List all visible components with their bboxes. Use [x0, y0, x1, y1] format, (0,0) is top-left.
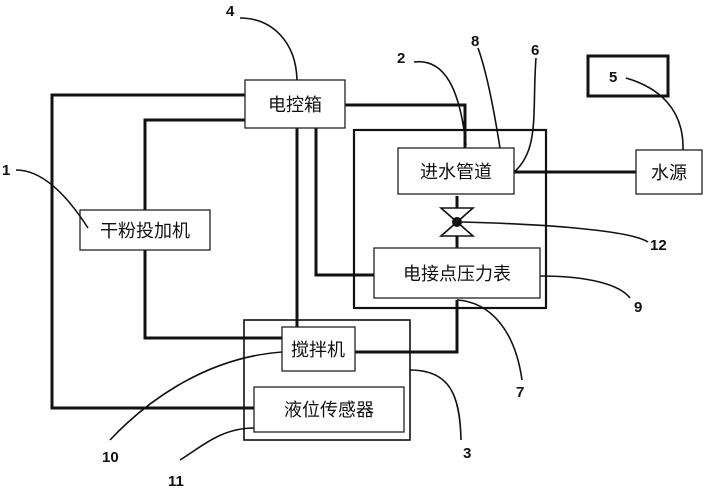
callout-4: 4 — [226, 3, 235, 20]
water-pipe-label: 进水管道 — [420, 162, 492, 183]
water-source-box — [635, 149, 703, 195]
level-sensor-box — [253, 386, 405, 433]
callout-9: 9 — [634, 299, 642, 316]
control-box — [244, 79, 346, 129]
callout-5: 5 — [609, 69, 617, 86]
callout-8: 8 — [471, 33, 479, 50]
water-inlet-enclosure — [352, 128, 548, 310]
level-sensor-label: 液位传感器 — [284, 400, 374, 421]
callout-11: 11 — [168, 473, 184, 490]
valve-icon — [438, 207, 476, 237]
callout-10: 10 — [102, 449, 119, 466]
pressure-gauge-box — [373, 247, 541, 299]
callout-12: 12 — [650, 237, 667, 254]
mixing-tank-enclosure — [243, 319, 411, 441]
leader-lines — [15, 17, 684, 461]
water-pipe-box — [397, 147, 515, 195]
pressure-gauge-label: 电接点压力表 — [403, 264, 511, 285]
callout-7: 7 — [516, 384, 524, 401]
mixer-box — [281, 326, 356, 372]
callout-6: 6 — [531, 42, 539, 59]
callout-1: 1 — [2, 162, 10, 179]
dry-powder-feeder-box — [79, 209, 211, 251]
mixer-label: 搅拌机 — [291, 340, 345, 361]
callout-3: 3 — [463, 445, 471, 462]
water-source-indicator — [586, 54, 670, 98]
water-source-label: 水源 — [651, 163, 687, 184]
control-box-label: 电控箱 — [268, 95, 322, 116]
callout-2: 2 — [397, 50, 405, 67]
dry-powder-feeder-label: 干粉投加机 — [100, 221, 190, 242]
